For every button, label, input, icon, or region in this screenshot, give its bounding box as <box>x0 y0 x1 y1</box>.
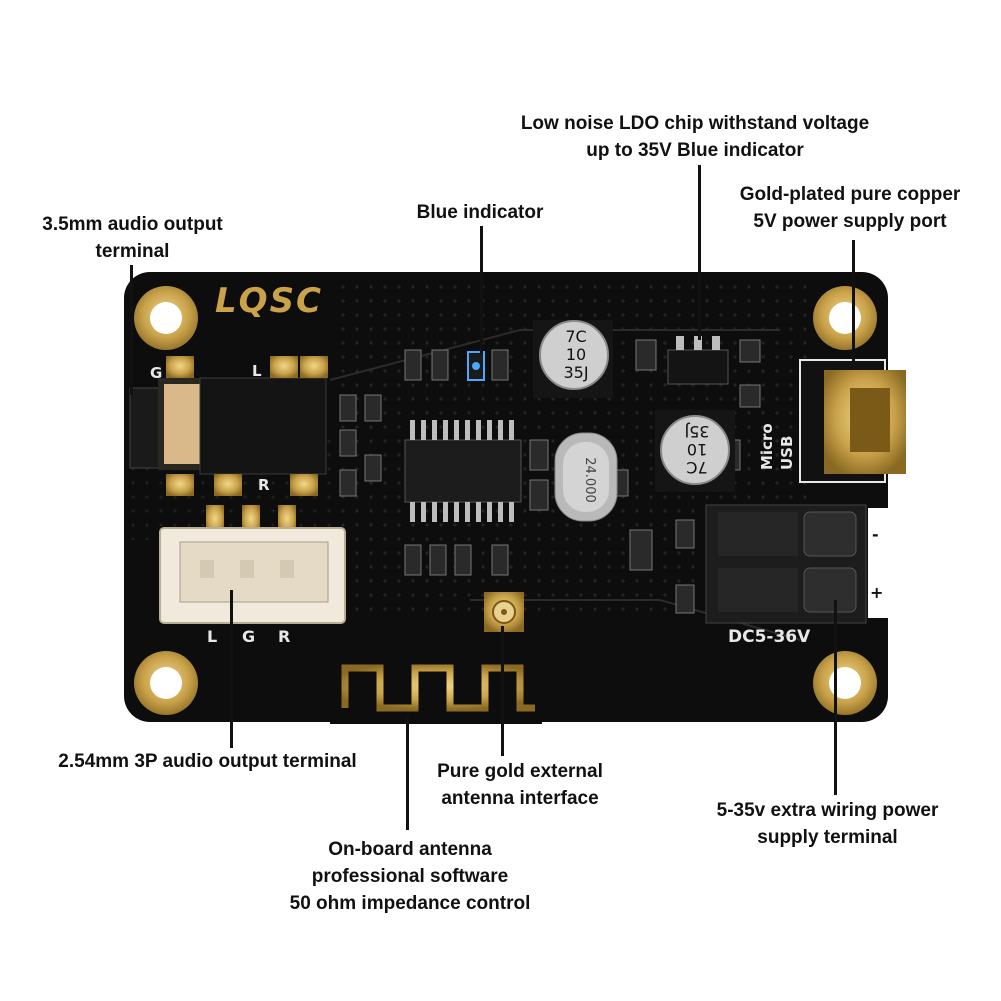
callout-header-3p: 2.54mm 3P audio output terminal <box>30 748 385 775</box>
ldo-capacitor-2 <box>655 410 735 492</box>
silk-crystal: 24.000 <box>582 457 597 503</box>
leader-onboard-antenna <box>406 715 409 830</box>
silk-cap1-line1: 7C <box>565 327 586 346</box>
silk-header-g: G <box>242 627 255 646</box>
mounting-hole-top-right <box>813 286 877 350</box>
silk-header-r: R <box>278 627 290 646</box>
leader-power-terminal <box>834 600 837 795</box>
callout-antenna-interface: Pure gold external antenna interface <box>405 758 635 812</box>
mounting-hole-top-left <box>134 286 198 350</box>
silk-cap2-line3: 35J <box>684 422 709 441</box>
micro-usb-port <box>799 359 906 483</box>
callout-antenna-interface-line2: antenna interface <box>441 788 599 809</box>
callout-antenna-interface-line1: Pure gold external <box>437 761 603 782</box>
silk-jack-l: L <box>252 362 262 380</box>
leader-header-3p <box>230 590 233 748</box>
callout-onboard-antenna-line1: On-board antenna <box>328 839 492 860</box>
callout-audio-jack-line2: terminal <box>95 241 170 262</box>
audio-jack-3-5mm <box>129 356 328 496</box>
callout-audio-jack-line1: 3.5mm audio output <box>42 214 223 235</box>
callout-onboard-antenna: On-board antenna professional software 5… <box>260 836 560 917</box>
silk-header-l: L <box>207 627 217 646</box>
silk-cap2-line2: 10 <box>687 440 707 459</box>
silk-minus: - <box>872 525 879 544</box>
silk-usb-line2: USB <box>778 436 796 470</box>
silk-cap1-line2: 10 <box>566 345 586 364</box>
silk-usb-line1: Micro <box>758 423 776 470</box>
callout-blue-indicator: Blue indicator <box>390 199 570 226</box>
header-3p-2-54mm <box>159 505 346 624</box>
silk-jack-g: G <box>150 364 162 382</box>
silk-plus: + <box>870 583 883 602</box>
callout-power-terminal: 5-35v extra wiring power supply terminal <box>695 797 960 851</box>
mounting-hole-bottom-right <box>813 651 877 715</box>
silk-usb-label: Micro USB <box>758 423 796 470</box>
crystal-oscillator <box>554 432 618 522</box>
brand-logo: LQSC <box>215 281 323 321</box>
power-screw-terminal <box>705 504 888 624</box>
onboard-pcb-antenna <box>330 642 542 724</box>
callout-usb-port: Gold-plated pure copper 5V power supply … <box>705 181 995 235</box>
callout-header-3p-line1: 2.54mm 3P audio output terminal <box>58 751 357 772</box>
silk-power-label: DC5-36V <box>728 627 811 647</box>
silk-cap2-line1: 7C <box>686 458 707 477</box>
callout-power-terminal-line1: 5-35v extra wiring power <box>716 800 939 821</box>
callout-usb-line1: Gold-plated pure copper <box>739 184 961 205</box>
ldo-capacitor-1 <box>533 320 613 398</box>
leader-ldo <box>698 165 701 340</box>
antenna-interface-connector <box>484 592 524 632</box>
leader-blue-indicator <box>480 226 483 354</box>
callout-ldo-chip: Low noise LDO chip withstand voltage up … <box>460 110 930 164</box>
silk-cap1-line3: 35J <box>563 363 588 382</box>
callout-onboard-antenna-line2: professional software <box>311 866 509 887</box>
callout-onboard-antenna-line3: 50 ohm impedance control <box>289 893 531 914</box>
leader-antenna-interface <box>501 626 504 756</box>
silk-jack-r: R <box>258 476 270 494</box>
callout-usb-line2: 5V power supply port <box>753 211 947 232</box>
ldo-chip <box>667 336 729 385</box>
mounting-hole-bottom-left <box>134 651 198 715</box>
callout-blue-indicator-line1: Blue indicator <box>416 202 544 223</box>
silk-header-labels: L G R <box>207 627 290 646</box>
callout-ldo-line2: up to 35V Blue indicator <box>586 140 804 161</box>
callout-audio-jack: 3.5mm audio output terminal <box>10 211 255 265</box>
callout-ldo-line1: Low noise LDO chip withstand voltage <box>520 113 870 134</box>
callout-power-terminal-line2: supply terminal <box>757 827 898 848</box>
main-ic-chip <box>404 420 522 522</box>
leader-usb <box>852 240 855 370</box>
leader-audio-jack-vertical <box>130 265 133 395</box>
